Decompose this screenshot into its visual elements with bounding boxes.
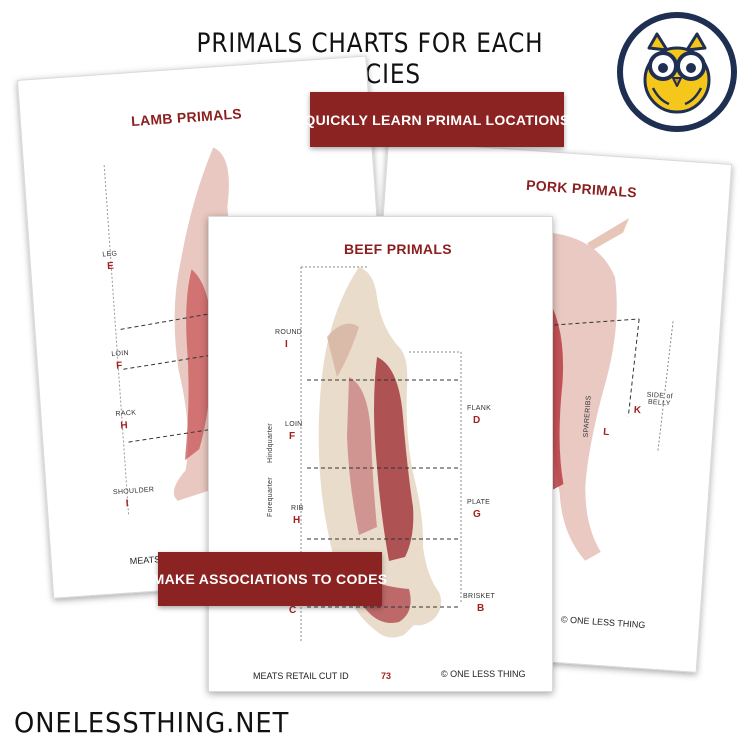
pork-label-side-of-belly: SIDE of BELLY — [646, 391, 674, 408]
lamb-label-leg: LEG — [102, 250, 118, 259]
beef-code-loin: F — [289, 431, 296, 442]
beef-code-plate: G — [473, 509, 481, 520]
beef-code-chuck: C — [289, 605, 297, 616]
owl-logo — [617, 12, 737, 132]
beef-code-flank: D — [473, 415, 481, 426]
beef-label-rib: RIB — [291, 505, 304, 512]
lamb-label-rack: RACK — [115, 409, 137, 418]
beef-carcass-illustration — [300, 266, 462, 642]
pork-code-side-of-belly: K — [633, 404, 642, 417]
beef-code-brisket: B — [477, 603, 485, 614]
beef-code-rib: H — [293, 515, 301, 526]
beef-label-forequarter: Forequarter — [267, 477, 274, 517]
lamb-code-shoulder: I — [125, 498, 129, 510]
beef-label-brisket: BRISKET — [463, 593, 496, 600]
site-url: ONELESSTHING.NET — [14, 706, 290, 739]
pork-code-spareribs: L — [602, 426, 610, 439]
beef-label-plate: PLATE — [467, 499, 491, 506]
beef-code-round: I — [285, 339, 288, 350]
beef-label-hindquarter: Hindquarter — [267, 423, 274, 463]
beef-card-footer-right: © ONE LESS THING — [441, 669, 526, 679]
beef-page-number: 73 — [381, 671, 392, 681]
beef-label-round: ROUND — [275, 329, 303, 336]
lamb-label-loin: LOIN — [111, 349, 130, 359]
lamb-code-rack: H — [120, 420, 128, 432]
beef-label-loin: LOIN — [285, 421, 303, 428]
banner-quickly-learn: QUICKLY LEARN PRIMAL LOCATIONS — [304, 92, 569, 147]
page-title: PRIMALS CHARTS FOR EACH SPECIES — [196, 28, 544, 90]
beef-card-title: BEEF PRIMALS — [344, 241, 452, 257]
beef-label-flank: FLANK — [467, 405, 492, 412]
beef-primals-card: BEEF PRIMALS Forequarter Hindquarter ROU… — [208, 216, 553, 692]
owl-icon — [643, 32, 711, 114]
lamb-code-loin: F — [115, 360, 123, 372]
beef-card-footer-left: MEATS RETAIL CUT ID — [253, 671, 349, 681]
lamb-code-leg: E — [106, 260, 115, 273]
banner-make-associations: MAKE ASSOCIATIONS TO CODES — [153, 552, 387, 606]
